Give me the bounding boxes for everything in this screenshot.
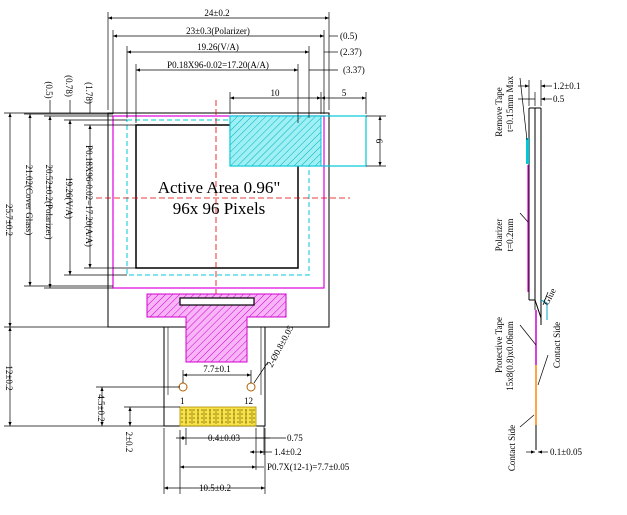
front-view: Active Area 0.96" 96x 96 Pixels 1 12: [4, 8, 386, 494]
dim-pin-width: 0.4±0.03: [208, 433, 240, 443]
side-contact-side-lower: Contact Side: [507, 425, 517, 471]
active-area-outline: [135, 124, 299, 269]
dim-offset-c: (3.37): [343, 65, 365, 75]
side-protective-tape-label: Protective Tape: [494, 317, 504, 373]
driver-ic: [179, 297, 255, 306]
ic-bonding-area: [146, 293, 287, 363]
dim-offset-top-c: (1.78): [84, 82, 94, 104]
active-area-title: Active Area 0.96": [158, 178, 281, 197]
top-dimensions: [107, 12, 367, 123]
dim-va-height: 19.26(V/A): [64, 177, 74, 219]
dim-edge-b: 1.4±0.2: [274, 447, 301, 457]
dim-fpc-width: 10.5±0.2: [199, 483, 231, 493]
dim-tape-offset: 5: [342, 88, 347, 98]
dim-contact-height: 2±0.2: [124, 432, 134, 453]
contact-pads: [179, 406, 257, 427]
dim-edge-a: 0.75: [287, 433, 303, 443]
dim-offset-a: (0.5): [340, 31, 357, 41]
side-glue-label: Glue: [541, 287, 558, 307]
side-remove-tape-thickness: t=0.15mm Max: [505, 75, 515, 132]
active-area-pixels: 96x 96 Pixels: [173, 199, 266, 218]
side-protective-tape-size: 15x8(0.8)x0.06mm: [505, 321, 515, 391]
dim-cover-glass: 21.02(Cover Glass): [24, 165, 34, 236]
dim-tape-width: 10: [271, 88, 281, 98]
polarizer-outline: [112, 115, 325, 289]
side-top-thickness: 1.2±0.1: [553, 81, 580, 91]
contact-pad-lines: [185, 409, 253, 424]
fpc-hole-left: [178, 382, 188, 392]
side-polarizer-label: Polarizer: [494, 219, 504, 251]
dim-tape-height: 6: [374, 139, 384, 144]
dim-total-height: 25.7±0.2: [4, 204, 14, 236]
dim-aa-height: P0.18X96-0.02=17.20(A/A): [84, 145, 94, 247]
pin-12-label: 12: [244, 396, 253, 406]
side-dimensions: [518, 77, 552, 454]
dim-offset-top-b: (0.78): [64, 75, 74, 97]
dim-polarizer-height: 20.52±0.2(Polarizer): [44, 165, 54, 240]
side-top-offset: 0.5: [553, 94, 565, 104]
side-polarizer-thickness: t=0.2mm: [505, 219, 515, 252]
dim-hole-spacing: 7.7±0.1: [203, 364, 230, 374]
dim-polarizer-width: 23±0.3(Polarizer): [186, 26, 250, 36]
left-dimensions: [4, 100, 180, 427]
tape-height-dim: [366, 115, 386, 167]
dim-offset-b: (2.37): [340, 47, 362, 57]
side-fpc-thickness: 0.1±0.05: [550, 447, 582, 457]
dim-pitch: P0.7X(12-1)=7.7±0.05: [267, 462, 350, 472]
dim-va-width: 19.26(V/A): [197, 42, 239, 52]
side-view: 1.2±0.1 0.5 Remove Tape t=0.15mm Max Pol…: [494, 75, 582, 471]
dim-fpc-length: 12±0.2: [4, 365, 14, 390]
pin-1-label: 1: [180, 396, 185, 406]
fpc-dimensions: [163, 361, 286, 494]
dim-hole-height: 4.5±0.2: [96, 394, 106, 421]
side-contact-side-upper: Contact Side: [552, 322, 562, 368]
dim-offset-top-a: (0.5): [44, 81, 54, 98]
side-remove-tape: [526, 138, 529, 164]
dim-total-width: 24±0.2: [204, 8, 229, 18]
viewing-area-outline: [126, 119, 310, 276]
side-remove-tape-label: Remove Tape: [494, 87, 504, 136]
fpc-hole-right: [246, 382, 256, 392]
dim-aa-width: P0.18X96-0.02=17.20(A/A): [167, 60, 269, 70]
remove-tape-hatch: [229, 115, 322, 167]
dim-hole-diameter: 2-Ø0.8±0.05: [265, 323, 296, 369]
